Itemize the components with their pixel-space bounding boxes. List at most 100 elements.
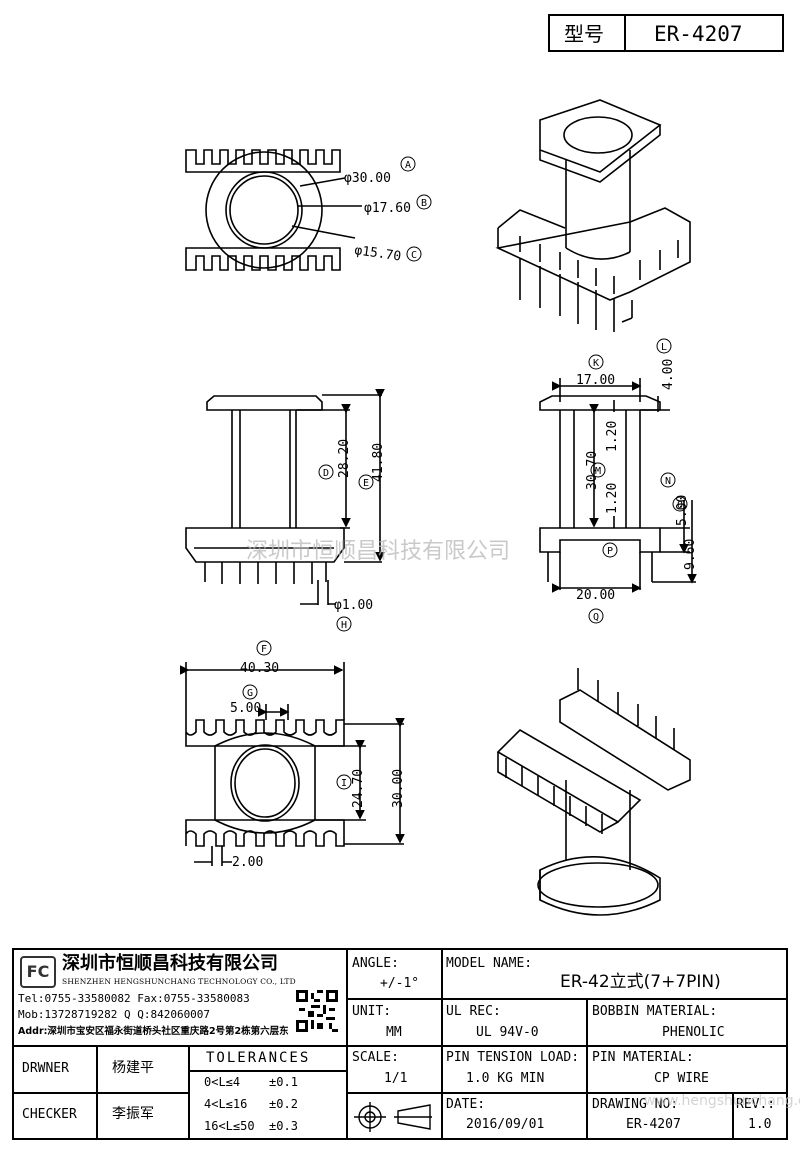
dim-w20: 20.00 (576, 588, 615, 603)
title-block: FC 深圳市恒顺昌科技有限公司 SHENZHEN HENGSHUNCHANG T… (12, 948, 800, 1140)
rev-value: 1.0 (748, 1117, 772, 1132)
tag-k: K (588, 354, 604, 370)
dim-t4: 4.00 (661, 359, 676, 390)
drawer-label: DRWNER (22, 1061, 69, 1076)
dim-pitch: 2.00 (232, 855, 263, 870)
front-view (185, 389, 385, 605)
drawing-no-label: DRAWING NO: (592, 1097, 679, 1112)
dim-d17: φ17.60 (364, 201, 411, 216)
dim-h41: 41.80 (371, 443, 386, 482)
svg-text:M: M (595, 466, 601, 477)
tag-l: L (656, 338, 672, 354)
model-name-value: ER-42立式(7+7PIN) (560, 972, 721, 992)
bobbin-material-label: BOBBIN MATERIAL: (592, 1004, 718, 1019)
dim-pin-d: φ1.00 (334, 598, 373, 613)
model-name-label: MODEL NAME: (446, 956, 533, 971)
ul-label: UL REC: (446, 1004, 501, 1019)
dim-w17: 17.00 (576, 373, 615, 388)
angle-label: ANGLE: (352, 956, 399, 971)
tolerance-row-2: 4<L≤16 ±0.2 (204, 1097, 298, 1111)
date-label: DATE: (446, 1097, 486, 1112)
model-number: ER-4207 (654, 22, 743, 46)
pin-material-label: PIN MATERIAL: (592, 1050, 694, 1065)
svg-text:B: B (421, 198, 427, 209)
tolerance-row-1: 0<L≤4 ±0.1 (204, 1075, 298, 1089)
rev-label: REV.: (736, 1097, 776, 1112)
tag-h: H (336, 616, 352, 632)
dim-f12a: 1.20 (605, 421, 620, 452)
iso-view-bottom (496, 668, 691, 916)
tag-g: G (242, 684, 258, 700)
side-view (539, 378, 697, 593)
dim-d15: φ15.70 (353, 243, 402, 264)
date-value: 2016/09/01 (466, 1117, 545, 1132)
tag-q: Q (588, 608, 604, 624)
tolerances-label: TOLERANCES (206, 1050, 311, 1066)
scale-value: 1/1 (384, 1071, 408, 1086)
dim-h30b: 30.00 (391, 769, 406, 808)
tag-o: O (672, 496, 688, 512)
svg-text:Q: Q (593, 612, 599, 623)
top-view (185, 149, 362, 271)
drawer-value: 杨建平 (112, 1060, 154, 1076)
svg-text:I: I (341, 778, 347, 789)
dim-h24: 24.70 (351, 769, 366, 808)
tag-c: C (406, 246, 422, 262)
svg-text:O: O (677, 500, 683, 511)
dim-h30: 30.70 (585, 451, 600, 490)
model-label: 型号 (564, 22, 604, 46)
ul-value: UL 94V-0 (476, 1025, 539, 1040)
qr-code (296, 990, 338, 1032)
company-name-cn: 深圳市恒顺昌科技有限公司 (62, 953, 278, 974)
tag-f: F (256, 640, 272, 656)
tolerance-row-3: 16<L≤50 ±0.3 (204, 1119, 298, 1133)
model-header-box: 型号 ER-4207 (548, 14, 784, 52)
tag-n: N (660, 472, 676, 488)
dim-h28: 28.20 (337, 439, 352, 478)
svg-text:A: A (405, 160, 411, 171)
watermark: 深圳市恒顺昌科技有限公司 (246, 539, 510, 564)
technical-drawing: φ30.00 φ17.60 φ15.70 φ1.00 17.00 20.00 4… (180, 99, 698, 916)
svg-text:D: D (323, 468, 329, 479)
bobbin-material-value: PHENOLIC (662, 1025, 725, 1040)
scale-label: SCALE: (352, 1050, 399, 1065)
tag-a: A (400, 156, 416, 172)
tag-d: D (318, 464, 334, 480)
pin-material-value: CP WIRE (654, 1071, 709, 1086)
svg-text:H: H (341, 620, 347, 631)
svg-text:C: C (411, 250, 417, 261)
svg-text:G: G (247, 688, 253, 699)
company-mob: Mob:13728719282 Q Q:842060007 (18, 1008, 211, 1021)
watermark-url: www.hengshunchang.com (644, 1093, 800, 1109)
dim-f12b: 1.20 (605, 483, 620, 514)
dim-w40: 40.30 (240, 661, 279, 676)
checker-value: 李振军 (112, 1106, 154, 1122)
svg-text:N: N (665, 476, 671, 487)
tag-p: P (602, 542, 618, 558)
dim-d30: φ30.00 (344, 171, 391, 186)
tag-m: M (590, 462, 606, 478)
checker-label: CHECKER (22, 1107, 77, 1122)
iso-view-top (495, 99, 691, 332)
angle-value: +/-1° (380, 976, 420, 991)
tag-e: E (358, 474, 374, 490)
company-logo: FC (20, 956, 56, 988)
company-name-en: SHENZHEN HENGSHUNCHANG TECHNOLOGY CO., L… (62, 977, 296, 986)
dim-w5: 5.00 (230, 701, 261, 716)
company-addr: Addr:深圳市宝安区福永街道桥头社区重庆路2号第2栋第六层东 (18, 1026, 289, 1037)
drawing-no-value: ER-4207 (626, 1117, 681, 1132)
unit-label: UNIT: (352, 1004, 392, 1019)
svg-text:L: L (661, 342, 667, 353)
svg-text:E: E (363, 478, 369, 489)
svg-text:F: F (261, 644, 267, 655)
company-tel: Tel:0755-33580082 Fax:0755-33580083 (18, 992, 250, 1005)
svg-text:P: P (607, 546, 613, 557)
pin-tension-value: 1.0 KG MIN (466, 1071, 545, 1086)
tag-b: B (416, 194, 432, 210)
pin-tension-label: PIN TENSION LOAD: (446, 1050, 580, 1065)
projection-symbol-icon (354, 1102, 432, 1132)
bottom-view (180, 662, 405, 866)
dim-h96: 9.60 (683, 539, 698, 570)
svg-text:K: K (593, 358, 599, 369)
tag-i: I (336, 774, 352, 790)
